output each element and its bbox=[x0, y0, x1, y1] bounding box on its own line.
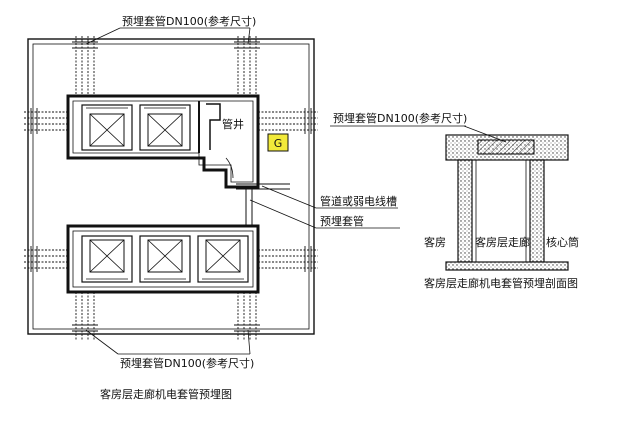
section-label-corridor: 客房层走廊 bbox=[475, 235, 530, 249]
plan-label-sleeve-top: 预埋套管DN100(参考尺寸) bbox=[122, 14, 256, 28]
duct-run bbox=[236, 183, 290, 226]
plan-label-sleeve-bottom: 预埋套管DN100(参考尺寸) bbox=[120, 356, 254, 370]
section-wall-left bbox=[457, 159, 473, 263]
section-view bbox=[445, 125, 569, 271]
elevator-lower-2 bbox=[139, 235, 191, 283]
g-marker-box bbox=[267, 133, 289, 152]
plan-label-shaft: 管井 bbox=[222, 117, 244, 131]
section-caption: 客房层走廊机电套管预埋剖面图 bbox=[424, 276, 578, 290]
leader-lines-plan bbox=[85, 27, 466, 355]
upper-core-wall-inner bbox=[72, 100, 254, 183]
g-marker-label: G bbox=[274, 137, 283, 150]
section-label-sleeve: 预埋套管DN100(参考尺寸) bbox=[333, 111, 467, 125]
section-label-core: 核心筒 bbox=[546, 235, 579, 249]
plan-label-sleeve: 预埋套管 bbox=[320, 214, 364, 228]
sleeve-cluster-right-upper bbox=[258, 108, 318, 134]
building-outline-inner bbox=[32, 43, 310, 330]
shaft-inner-wall bbox=[206, 103, 221, 150]
section-leader bbox=[463, 125, 507, 143]
section-wall-right bbox=[529, 159, 545, 263]
sleeve-cluster-left-lower bbox=[24, 246, 68, 272]
section-label-room: 客房 bbox=[424, 235, 446, 249]
plan-label-duct: 管道或弱电线槽 bbox=[320, 194, 397, 208]
sleeve-cluster-bottom-right bbox=[234, 292, 260, 340]
elevator-upper-1 bbox=[81, 104, 133, 151]
plan-view bbox=[24, 27, 466, 355]
sleeve-cluster-right-lower bbox=[258, 246, 318, 272]
sleeve-cluster-left-upper bbox=[24, 108, 68, 134]
elevator-upper-2 bbox=[139, 104, 191, 151]
sleeve-cluster-bottom-left bbox=[72, 292, 98, 340]
sleeve-cluster-top-right bbox=[234, 36, 260, 96]
upper-core-wall bbox=[66, 94, 260, 189]
elevator-lower-1 bbox=[81, 235, 133, 283]
lower-core-wall bbox=[66, 224, 260, 294]
shaft-door-swing bbox=[225, 157, 234, 179]
plan-caption: 客房层走廊机电套管预埋图 bbox=[100, 387, 232, 401]
section-floor bbox=[445, 261, 569, 271]
lower-core-wall-inner bbox=[72, 230, 254, 288]
sleeve-cluster-top-left bbox=[72, 36, 98, 96]
section-sleeve bbox=[477, 139, 535, 155]
building-outline-outer bbox=[27, 38, 315, 335]
elevator-lower-3 bbox=[197, 235, 249, 283]
